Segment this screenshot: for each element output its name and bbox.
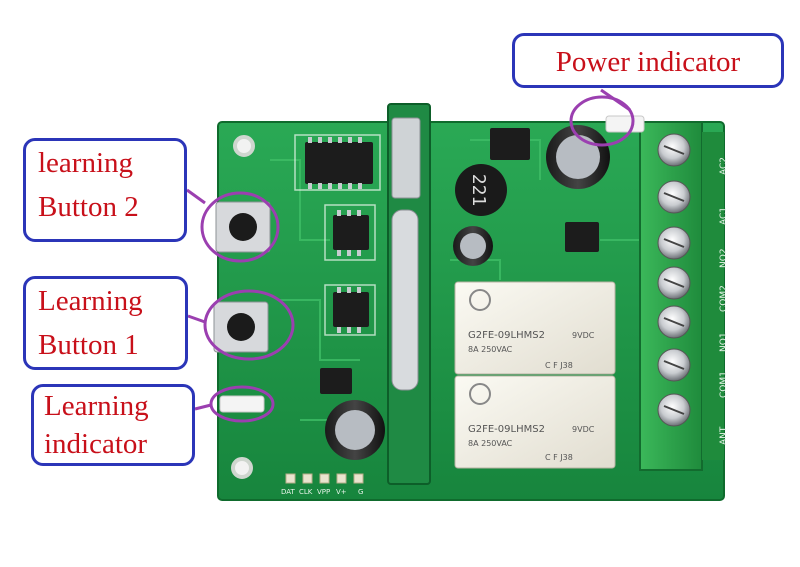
relay-2: G2FE-09LHMS2 9VDC 8A 250VAC C F J38	[454, 375, 616, 469]
terminal-labels: AC2 AC1 NO2 COM2 NO1 COM1 ANT	[719, 157, 729, 445]
terminal-label-ant: ANT	[719, 426, 729, 445]
inductor-marking: 221	[468, 174, 489, 207]
relay-1-code: C F J38	[545, 361, 573, 370]
relay-2-rating: 8A 250VAC	[468, 439, 513, 448]
silkscreen	[294, 134, 381, 336]
power-led	[605, 115, 645, 133]
inductor: 221	[455, 164, 507, 216]
pin-label-vpp: VPP	[317, 488, 330, 496]
pin-labels: DAT CLK VPP V+ G	[281, 488, 363, 496]
learning-button-1-physical	[213, 301, 269, 353]
header-pins	[285, 473, 364, 484]
electrolytic-capacitors	[325, 125, 610, 460]
relay-2-code: C F J38	[545, 453, 573, 462]
learning-button-2-callout: learning Button 2	[23, 138, 187, 242]
connector-lines	[186, 88, 631, 411]
relay-1-model: G2FE-09LHMS2	[468, 330, 545, 341]
learning-button-2-label-line1: learning	[38, 147, 134, 179]
learning-led-highlight	[209, 385, 275, 423]
button-2-highlight	[200, 191, 280, 263]
terminal-label-ac2: AC2	[719, 157, 729, 175]
learning-button-1-callout: Learning Button 1	[23, 276, 188, 370]
relay-1-voltage: 9VDC	[572, 331, 595, 340]
terminal-label-ac1: AC1	[719, 207, 729, 225]
learning-button-1-label-line2: Button 1	[38, 329, 139, 361]
learning-button-2-physical	[215, 201, 271, 253]
power-led-highlight	[569, 95, 635, 147]
ic-pins	[308, 137, 362, 333]
learning-indicator-label-line1: Learning	[44, 390, 149, 422]
learning-led	[219, 395, 265, 413]
highlight-circles	[200, 95, 635, 423]
pin-label-g: G	[358, 488, 363, 496]
learning-button-2-label-line2: Button 2	[38, 191, 139, 223]
power-indicator-callout: Power indicator	[512, 33, 784, 88]
relay-1-rating: 8A 250VAC	[468, 345, 513, 354]
ic-chips	[305, 128, 599, 394]
button-1-highlight	[203, 289, 295, 361]
terminal-label-com2: COM2	[719, 285, 729, 312]
learning-indicator-callout: Learning indicator	[31, 384, 195, 466]
terminal-label-com1: COM1	[719, 371, 729, 398]
screw-slots	[663, 145, 685, 415]
rf-module	[387, 103, 431, 485]
mounting-holes	[231, 135, 255, 479]
learning-indicator-label-line2: indicator	[44, 428, 148, 460]
pin-label-dat: DAT	[281, 488, 296, 496]
power-indicator-label: Power indicator	[555, 46, 741, 78]
relay-1: G2FE-09LHMS2 9VDC 8A 250VAC C F J38	[454, 281, 616, 375]
learning-button-1-label-line1: Learning	[38, 285, 143, 317]
terminal-label-no1: NO1	[719, 332, 729, 352]
relay-2-model: G2FE-09LHMS2	[468, 424, 545, 435]
terminal-label-no2: NO2	[719, 248, 729, 268]
pin-label-clk: CLK	[299, 488, 313, 496]
pin-label-vplus: V+	[336, 488, 347, 496]
relay-2-voltage: 9VDC	[572, 425, 595, 434]
